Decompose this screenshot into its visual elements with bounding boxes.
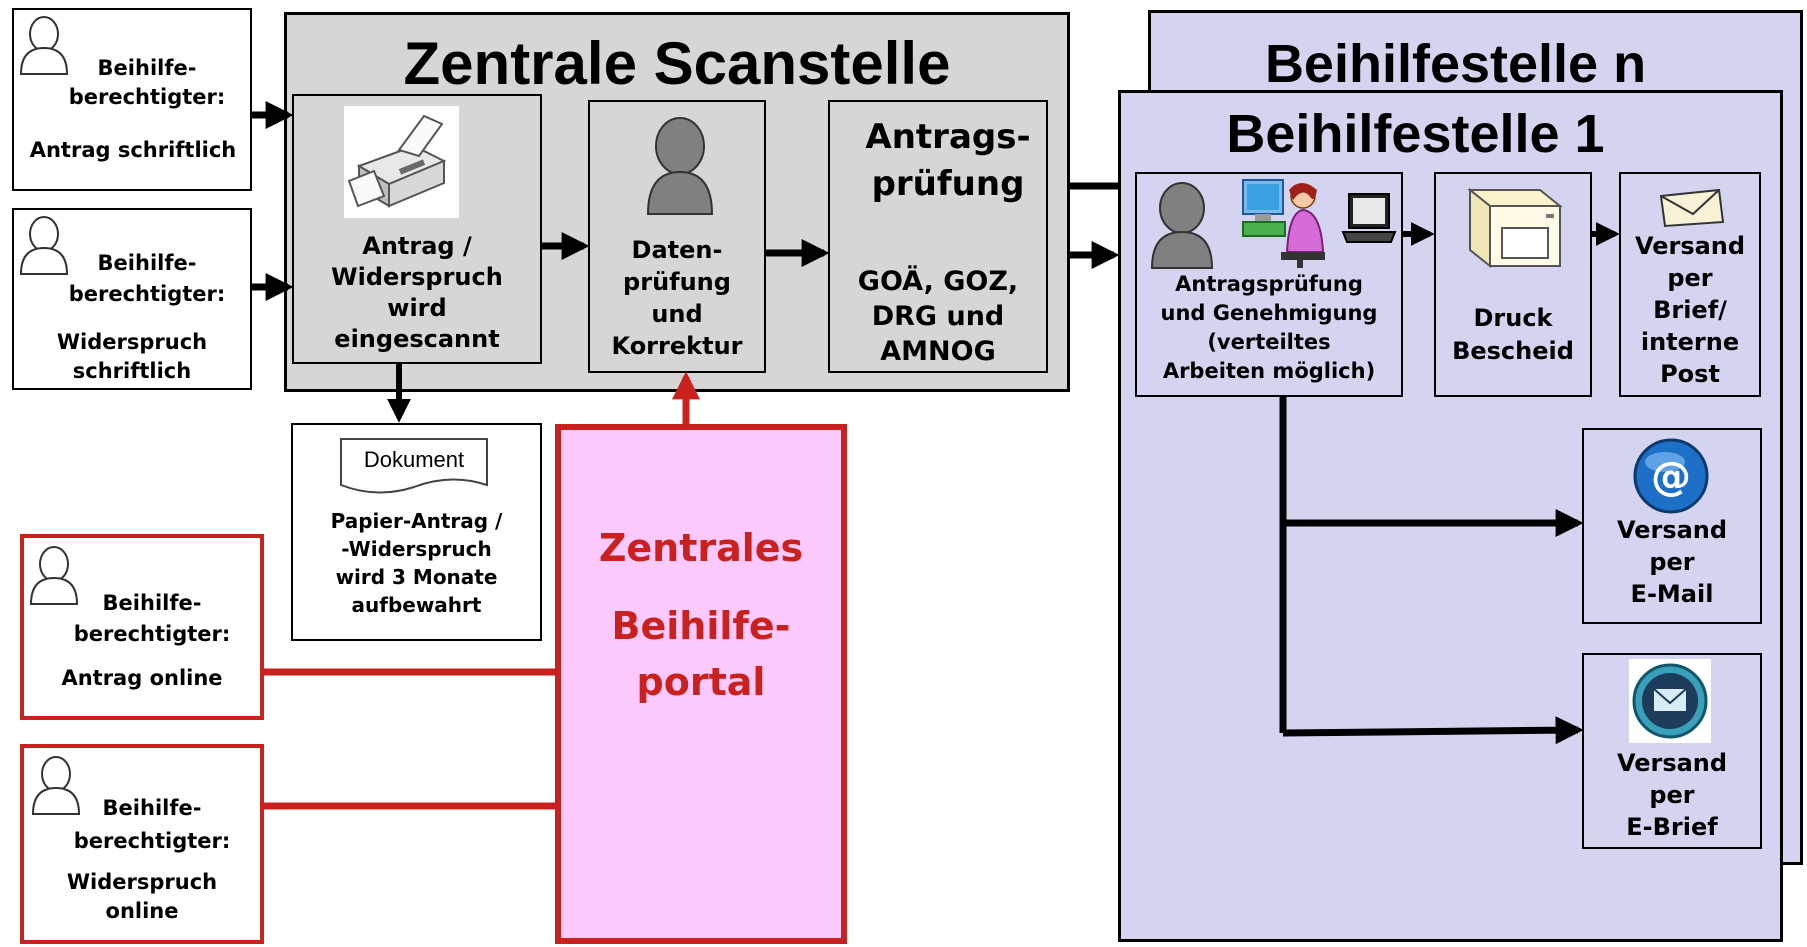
- versand-brief-box: Versand per Brief/ interne Post: [1619, 172, 1761, 397]
- beihilfeportal-box: Zentrales Beihilfe- portal: [555, 424, 847, 944]
- input-action: Antrag schriftlich: [29, 138, 237, 162]
- input-widerspruch-schriftlich: Beihilfe- berechtigter: Widerspruch schr…: [12, 208, 252, 390]
- beihilfestelle-1-title: Beihilfestelle 1: [1226, 104, 1605, 164]
- druck-box: Druck Bescheid: [1434, 172, 1592, 397]
- scan-box: Antrag / Widerspruch wird eingescannt: [292, 94, 542, 364]
- input-role: Beihilfe- berechtigter:: [73, 796, 231, 853]
- envelope-icon: [1657, 188, 1727, 228]
- input-role: Beihilfe- berechtigter:: [68, 56, 226, 109]
- arrow-to-ebrief: [1282, 716, 1584, 745]
- portal-line2: Beihilfe- portal: [611, 604, 791, 704]
- e-brief-icon: [1627, 657, 1713, 745]
- laptop-icon: [1341, 190, 1397, 250]
- person-icon: [644, 114, 716, 216]
- input-antrag-schriftlich: Beihilfe- berechtigter: Antrag schriftli…: [12, 8, 252, 191]
- document-icon: Dokument: [339, 437, 489, 499]
- portal-line1: Zentrales: [598, 526, 804, 570]
- datenpruefung-box: Daten- prüfung und Korrektur: [588, 100, 766, 373]
- black-arrows: [252, 101, 1620, 745]
- scan-label: Antrag / Widerspruch wird eingescannt: [331, 232, 503, 353]
- archive-text: Papier-Antrag / -Widerspruch wird 3 Mona…: [330, 509, 503, 617]
- antragspruefung-title: Antrags- prüfung: [865, 117, 1031, 204]
- person-icon: [1149, 180, 1215, 270]
- antragspruefung-body: GOÄ, GOZ, DRG und AMNOG: [857, 266, 1019, 367]
- input-action: Widerspruch online: [66, 870, 218, 923]
- email-at-icon: @: [1629, 436, 1713, 516]
- antragspruefung-box: Antrags- prüfung GOÄ, GOZ, DRG und AMNOG: [828, 100, 1048, 373]
- computer-user-icon: [1241, 176, 1331, 268]
- versand-brief-label: Versand per Brief/ interne Post: [1634, 232, 1746, 388]
- document-label: Dokument: [363, 447, 465, 472]
- input-antrag-online: Beihilfe- berechtigter: Antrag online: [20, 534, 264, 720]
- versand-ebrief-label: Versand per E-Brief: [1616, 749, 1728, 841]
- input-action: Widerspruch schriftlich: [56, 330, 208, 383]
- datenpruefung-label: Daten- prüfung und Korrektur: [611, 236, 743, 360]
- svg-text:@: @: [1651, 454, 1691, 500]
- input-role: Beihilfe- berechtigter:: [73, 591, 231, 646]
- person-icon: [30, 754, 82, 816]
- scanner-icon: [344, 106, 459, 218]
- scanstelle-title: Zentrale Scanstelle: [403, 30, 951, 97]
- beihilfestelle-n-title: Beihilfestelle n: [1264, 34, 1647, 94]
- input-widerspruch-online: Beihilfe- berechtigter: Widerspruch onli…: [20, 744, 264, 944]
- person-icon: [28, 544, 80, 606]
- genehmigung-label: Antragsprüfung und Genehmigung (verteilt…: [1160, 272, 1378, 383]
- red-lines: [264, 371, 700, 810]
- archive-box: Dokument Papier-Antrag / -Widerspruch wi…: [291, 423, 542, 641]
- person-icon: [18, 214, 70, 276]
- input-action: Antrag online: [61, 666, 223, 690]
- input-role: Beihilfe- berechtigter:: [68, 251, 226, 306]
- versand-email-label: Versand per E-Mail: [1616, 516, 1728, 608]
- person-icon: [18, 14, 70, 76]
- genehmigung-box: Antragsprüfung und Genehmigung (verteilt…: [1135, 172, 1403, 397]
- printer-icon: [1462, 184, 1568, 270]
- versand-ebrief-box: Versand per E-Brief: [1582, 653, 1762, 849]
- druck-label: Druck Bescheid: [1452, 304, 1574, 365]
